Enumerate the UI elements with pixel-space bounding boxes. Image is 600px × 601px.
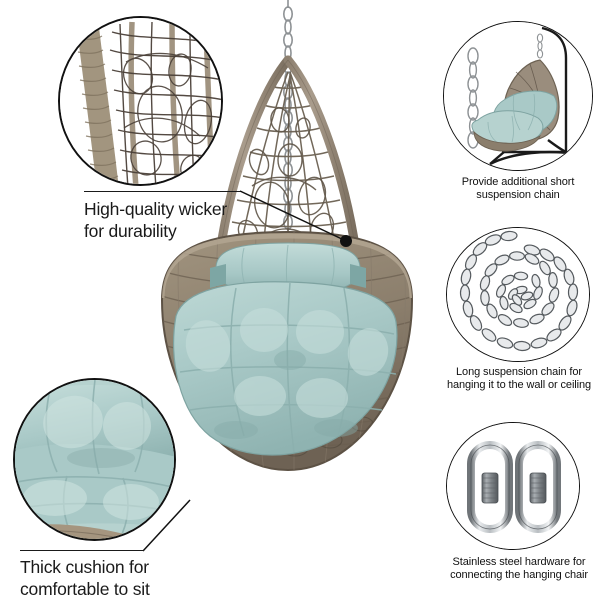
headrest-pillow [210,242,366,295]
quick-link-icon-2 [515,441,561,533]
cushion-callout-rule [20,550,144,552]
cushion-detail-circle [13,378,176,541]
long-chain-circle [446,227,590,362]
cushion-callout-label: Thick cushion for comfortable to sit [20,557,150,600]
quick-link-icon-1 [467,441,513,533]
wicker-leader-line [239,190,352,247]
wrapped-post [76,26,119,184]
chair-lattice-body [215,55,361,257]
seat-cushion [173,281,398,456]
short-chain-icon [467,47,479,149]
long-chain-caption: Long suspension chain for hanging it to … [446,366,592,392]
hardware-caption: Stainless steel hardware for connecting … [450,556,588,582]
wicker-callout-label: High-quality wicker for durability [84,199,228,242]
hardware-circle [446,422,580,550]
short-chain-caption: Provide additional short suspension chai… [461,176,575,202]
cushion-leader-line [142,499,191,552]
mini-chair-icon [471,59,560,152]
wicker-detail-circle [58,16,223,186]
short-chain-circle [443,21,593,171]
main-chair-illustration [160,0,414,472]
coiled-chain-icon [459,230,579,352]
chair-stand-icon [489,26,577,166]
wicker-callout-rule [84,191,242,193]
